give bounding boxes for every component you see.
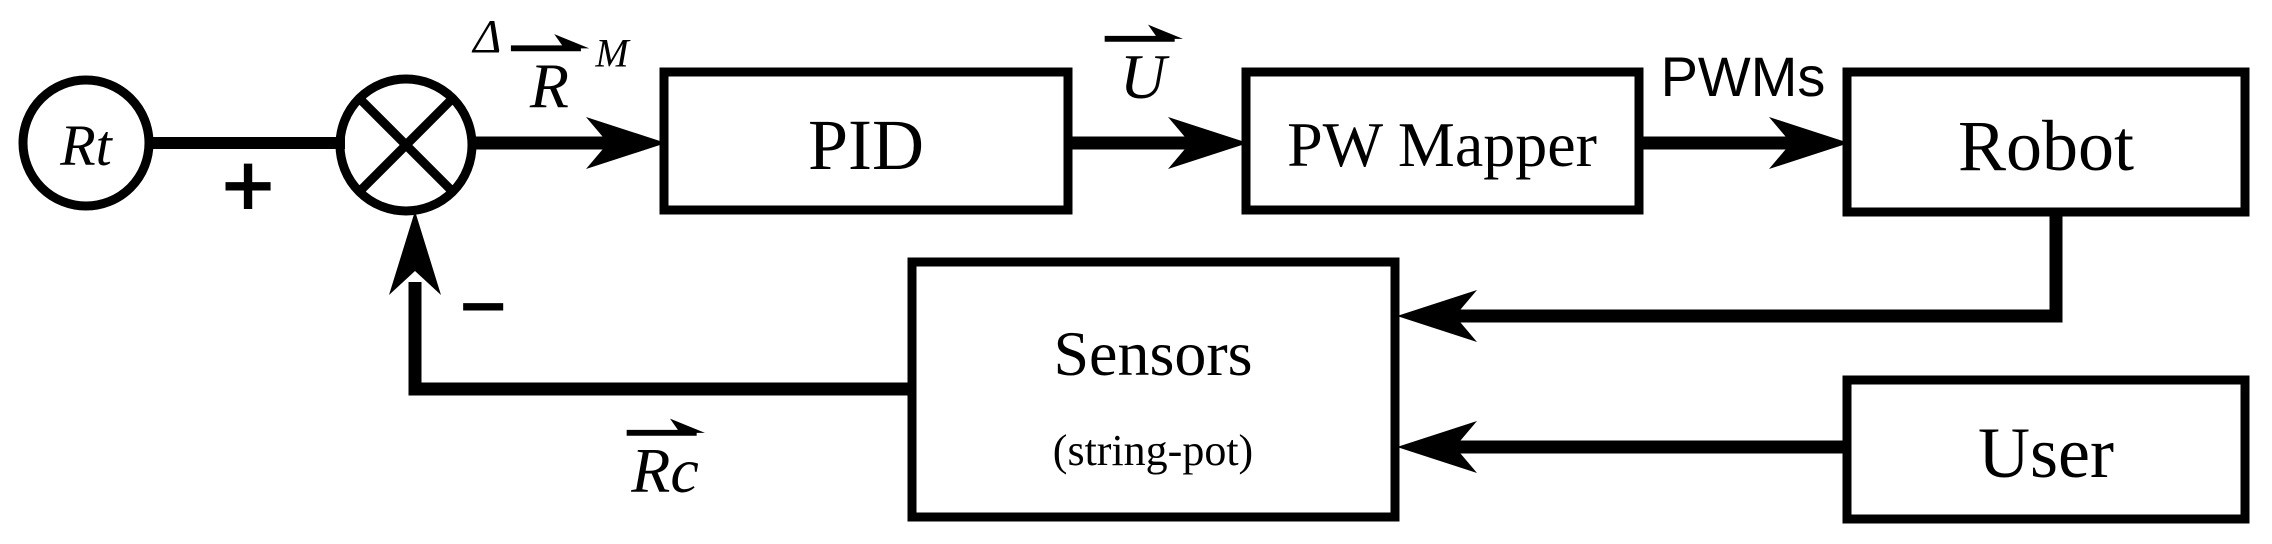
control-symbol: U xyxy=(1119,41,1167,112)
feedback-symbol: Rc xyxy=(631,435,699,506)
sensors-sublabel: (string-pot) xyxy=(1052,426,1254,475)
vector-arrow-icon xyxy=(626,418,705,436)
error-arrow xyxy=(470,117,666,169)
pwm-arrow xyxy=(1639,117,1849,169)
control-signal-label: U xyxy=(1101,23,1185,109)
error-subscript: M xyxy=(595,30,629,76)
pid-label: PID xyxy=(807,105,925,185)
minus-sign: − xyxy=(456,269,510,343)
error-symbol: R xyxy=(529,50,569,122)
pw-mapper-label: PW Mapper xyxy=(1287,109,1597,180)
pwm-signal-label: PWMs xyxy=(1660,45,1826,108)
robot-box xyxy=(1842,67,2250,217)
robot-label: Robot xyxy=(1957,106,2135,186)
vector-arrow-icon xyxy=(1104,24,1183,42)
user-label: User xyxy=(1978,413,2114,493)
summing-junction-circle xyxy=(335,74,477,216)
vector-arrow-icon xyxy=(511,34,590,52)
sensors-box xyxy=(907,257,1400,522)
pw-mapper-box xyxy=(1241,67,1644,215)
user-arrow xyxy=(1397,421,1847,473)
sensors-label: Sensors xyxy=(1053,318,1253,389)
setpoint-label: Rt xyxy=(60,113,112,178)
delta-symbol: Δ xyxy=(473,10,502,64)
error-signal-label: Δ R M xyxy=(473,10,629,122)
feedback-signal-label: Rc xyxy=(620,417,710,503)
sensor-feedback-arrow xyxy=(389,211,912,396)
pid-box xyxy=(659,67,1073,215)
control-arrow xyxy=(1068,117,1248,169)
robot-feedback-arrow xyxy=(1397,212,2063,342)
plus-sign: + xyxy=(217,142,279,226)
user-box xyxy=(1842,375,2250,524)
